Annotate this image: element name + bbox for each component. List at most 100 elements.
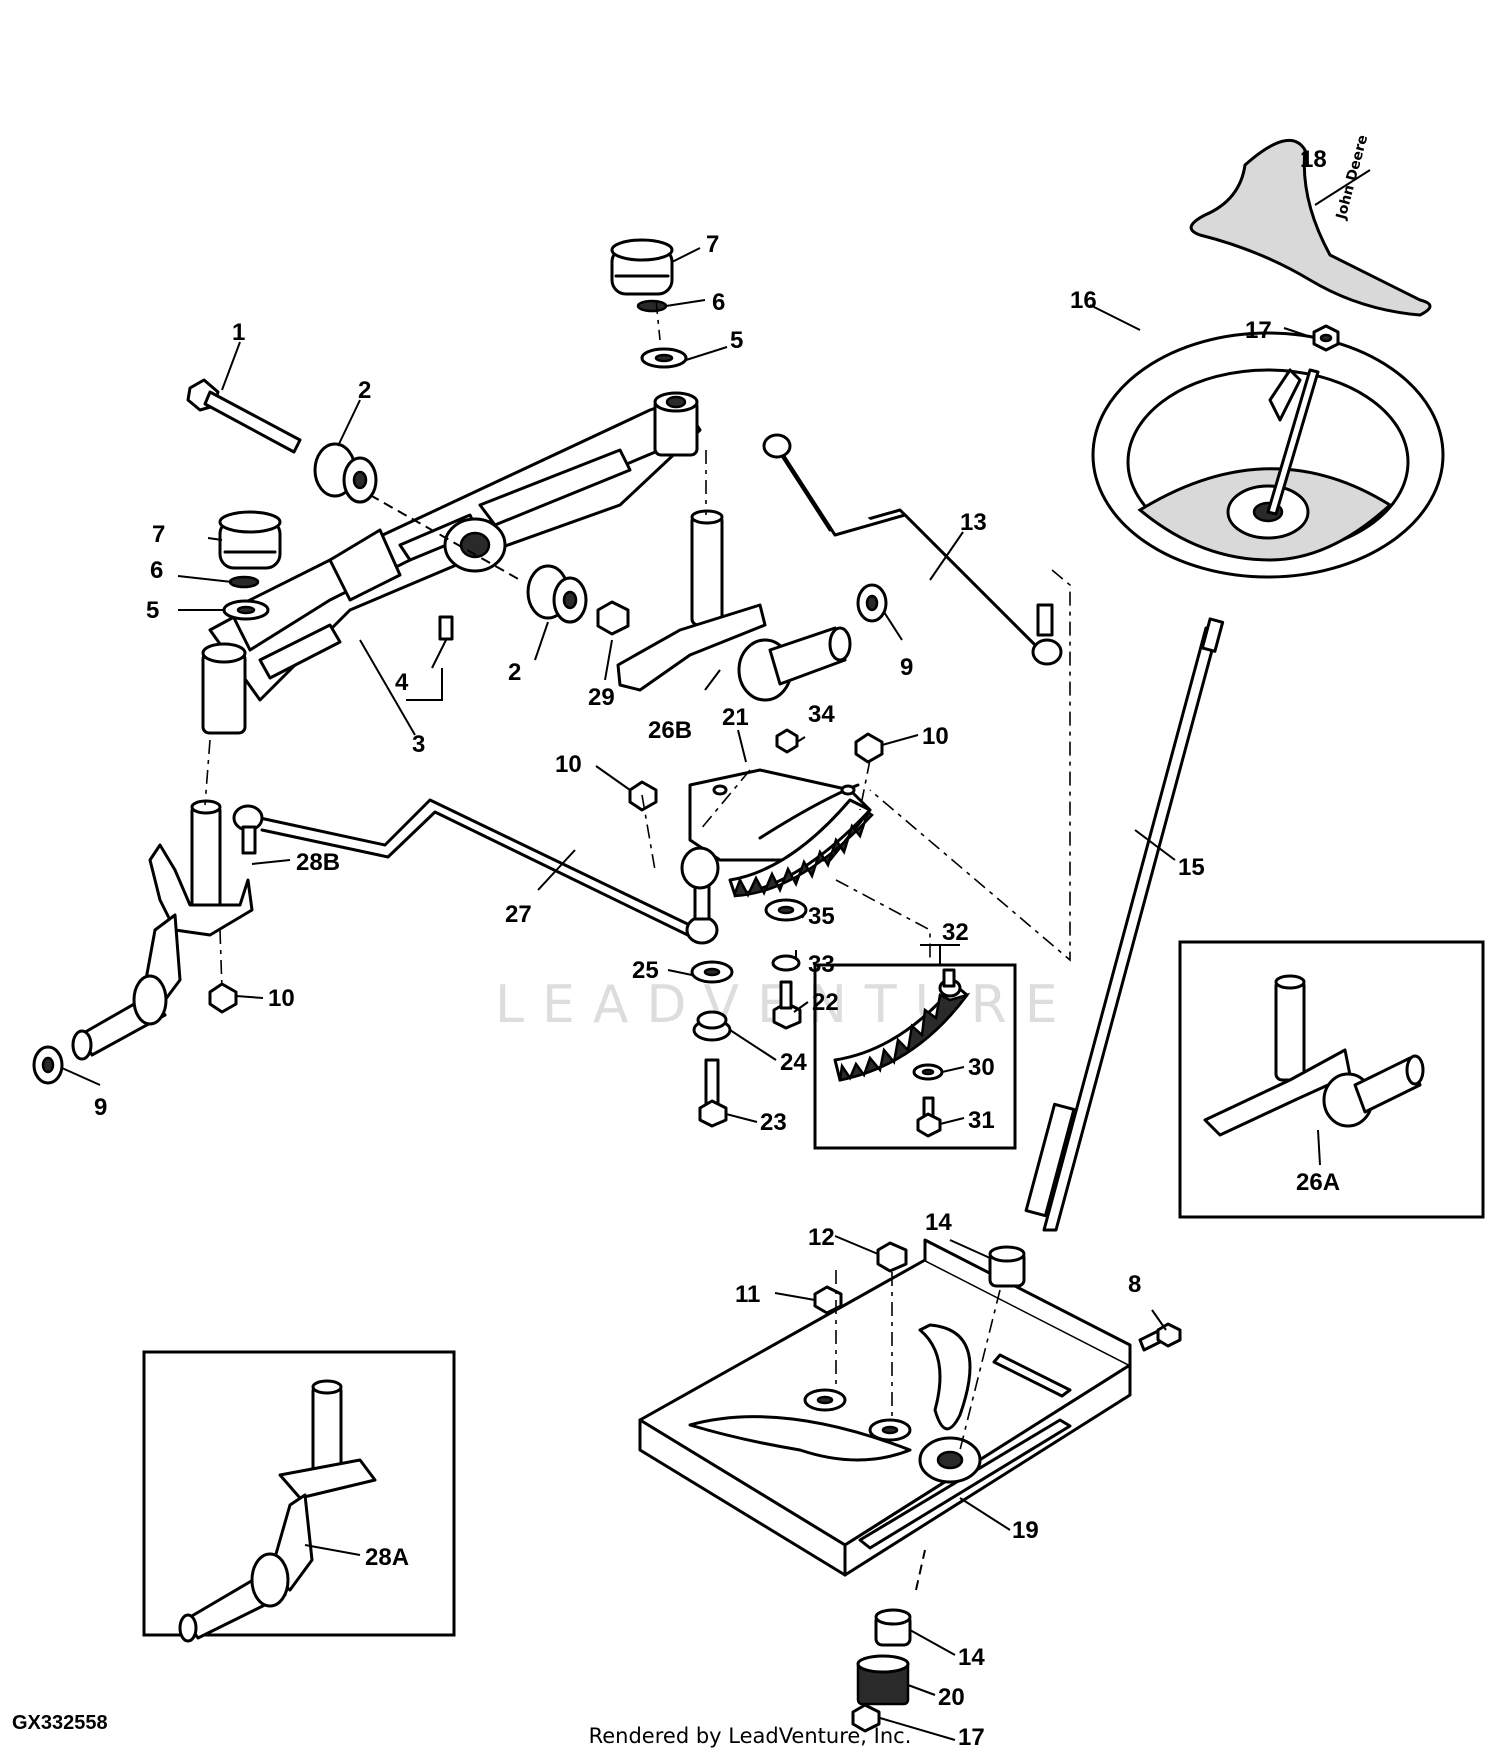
upper-bushing	[988, 1245, 1026, 1288]
callout-34: 34	[808, 701, 835, 728]
steering-shaft	[1024, 617, 1225, 1232]
callout-21: 21	[722, 704, 749, 731]
callout-19: 19	[1012, 1517, 1039, 1544]
render-credit: Rendered by LeadVenture, Inc.	[588, 1724, 912, 1748]
callout-31: 31	[968, 1107, 995, 1134]
callout-labels: 1 2 2 3 4 5 5 6 6 7 7 8 9 9 10 10 10 11 …	[94, 146, 1340, 1750]
wheel-nut	[1312, 324, 1340, 352]
callout-11: 11	[735, 1281, 760, 1308]
sector-bolt	[772, 980, 802, 1030]
callout-6: 6	[712, 289, 725, 316]
callout-33: 33	[808, 951, 835, 978]
callout-26b: 26B	[648, 717, 692, 744]
sector-clip	[771, 954, 801, 972]
callout-7: 7	[706, 231, 719, 258]
inset-washer	[912, 1063, 944, 1081]
axle-nut	[596, 600, 630, 636]
front-axle	[201, 391, 702, 735]
callout-16: 16	[1070, 287, 1097, 314]
callout-30: 30	[968, 1054, 995, 1081]
spindle-26a-detail	[1203, 974, 1425, 1137]
washer-right	[640, 347, 688, 369]
pivot-bushing-front	[313, 442, 378, 504]
pivot-bolt	[186, 378, 302, 454]
small-nut	[775, 728, 799, 754]
callout-35: 35	[808, 903, 835, 930]
callout-4: 4	[395, 669, 409, 696]
callout-27: 27	[505, 901, 532, 928]
inset-28a-box	[142, 1350, 456, 1637]
callout-2: 2	[508, 659, 521, 686]
steering-sector	[680, 768, 874, 898]
washer-left	[222, 599, 270, 621]
callout-2: 2	[358, 377, 371, 404]
sector-inset-detail	[833, 968, 971, 1082]
tie-rod-nut	[208, 982, 238, 1014]
sector-dashed-path	[835, 879, 931, 965]
grease-fitting	[431, 615, 454, 669]
watermark: LEADVENTURE	[495, 975, 1076, 1035]
plate-nut	[813, 1285, 843, 1315]
callout-15: 15	[1178, 854, 1205, 881]
spindle-28a-detail	[178, 1379, 377, 1643]
callout-5: 5	[730, 327, 743, 354]
callout-10: 10	[555, 751, 582, 778]
sector-pivot-bolt	[698, 1058, 728, 1128]
callout-10: 10	[922, 723, 949, 750]
axle-bumper-left	[218, 510, 282, 570]
sector-bushing	[692, 1010, 732, 1042]
callout-leaders	[61, 169, 1371, 1741]
clip-left	[228, 575, 260, 589]
callout-17: 17	[958, 1724, 985, 1750]
callout-18: 18	[1300, 146, 1327, 173]
callout-23: 23	[760, 1109, 787, 1136]
sector-washer-lower	[690, 960, 734, 984]
callout-7: 7	[152, 521, 165, 548]
spindle-left	[71, 799, 254, 1061]
callout-3: 3	[412, 731, 425, 758]
figure-id: GX332558	[12, 1712, 108, 1734]
callout-25: 25	[632, 957, 659, 984]
callout-6: 6	[150, 557, 163, 584]
callout-1: 1	[232, 319, 245, 346]
steering-wheel	[1091, 331, 1445, 579]
washer-spindle-left	[32, 1045, 64, 1085]
steering-cap-logo: John Deere	[1333, 133, 1371, 222]
callout-8: 8	[1128, 1271, 1141, 1298]
pinion-nut	[851, 1703, 881, 1733]
callout-13: 13	[960, 509, 987, 536]
lower-bushing	[874, 1608, 912, 1647]
washer-spindle-right	[856, 583, 888, 623]
steering-support-plate	[638, 1238, 1132, 1577]
callout-9: 9	[900, 654, 913, 681]
callout-9: 9	[94, 1094, 107, 1121]
sector-washer	[764, 898, 808, 922]
assembly-lines	[204, 299, 1001, 1451]
pinion-gear	[856, 1654, 910, 1706]
callout-28a: 28A	[365, 1544, 409, 1571]
callout-28b: 28B	[296, 849, 340, 876]
callout-26a: 26A	[1296, 1169, 1340, 1196]
drag-link-dashed-path	[869, 569, 1071, 962]
pivot-bushing-rear	[526, 564, 588, 624]
plate-nut-large	[876, 1241, 908, 1273]
plate-bolt	[1138, 1322, 1182, 1352]
axle-bumper-right	[610, 238, 674, 296]
callout-14: 14	[958, 1644, 985, 1671]
callout-24: 24	[780, 1049, 807, 1076]
clip-right	[636, 299, 668, 313]
callout-29: 29	[588, 684, 615, 711]
callout-32: 32	[942, 919, 969, 946]
callout-17: 17	[1245, 317, 1272, 344]
inset-26a-box	[1178, 940, 1485, 1219]
callout-12: 12	[808, 1224, 835, 1251]
spindle-right	[616, 509, 852, 702]
callout-22: 22	[812, 989, 839, 1016]
callout-10: 10	[268, 985, 295, 1012]
sector-nut-left	[628, 780, 658, 812]
drag-link	[762, 433, 1063, 666]
callout-14: 14	[925, 1209, 952, 1236]
callout-20: 20	[938, 1684, 965, 1711]
sector-nut-right	[854, 732, 884, 764]
